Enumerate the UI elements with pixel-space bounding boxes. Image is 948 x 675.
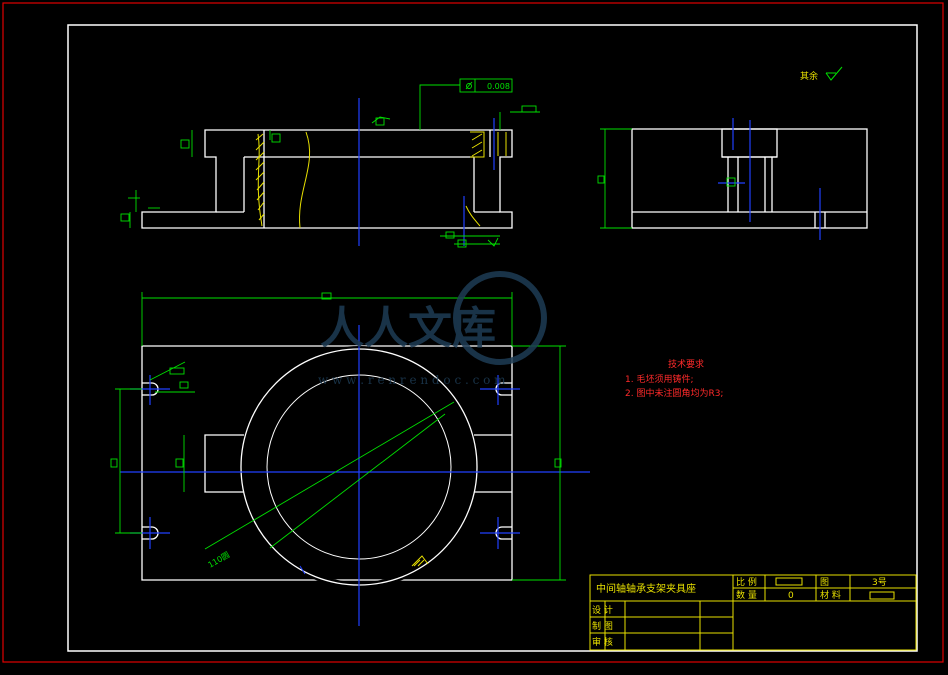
flatness-tolerance-value: 0.008 bbox=[487, 82, 510, 91]
scale-label: 比 例 bbox=[736, 576, 757, 588]
drawing-value: 3号 bbox=[872, 577, 887, 588]
title-block-text: 中间轴轴承支架夹具座 比 例 数 量 0 图 3号 材 料 设 计 制 图 审 … bbox=[592, 576, 887, 648]
plan-view-dimensions bbox=[110, 292, 566, 581]
surface-finish-symbol: 其余 bbox=[800, 66, 843, 82]
part-name: 中间轴轴承支架夹具座 bbox=[596, 582, 696, 595]
title-block bbox=[589, 574, 917, 651]
quantity-label: 数 量 bbox=[736, 589, 757, 601]
plan-view-centerlines bbox=[120, 325, 590, 626]
tech-requirement-item-1: 1. 毛坯须用铸件; bbox=[625, 373, 693, 385]
drawing-frame bbox=[67, 24, 918, 652]
drawing-label: 图 bbox=[820, 577, 829, 588]
draw-label: 制 图 bbox=[592, 620, 613, 632]
tech-requirement-item-2: 2. 图中未注圆角均为R3; bbox=[625, 387, 723, 399]
watermark: 人人文库 w w w . r e n r e n d o c . c o m bbox=[318, 271, 547, 387]
side-view-centerlines bbox=[718, 118, 821, 240]
watermark-url: w w w . r e n r e n d o c . c o m bbox=[318, 373, 506, 387]
technical-requirements: 技术要求 1. 毛坯须用铸件; 2. 图中未注圆角均为R3; bbox=[625, 358, 723, 399]
side-view-dimensions bbox=[597, 128, 736, 229]
front-view-dimensions bbox=[120, 78, 540, 248]
front-view-centerlines bbox=[358, 98, 495, 246]
check-label: 审 核 bbox=[592, 636, 613, 648]
material-label: 材 料 bbox=[820, 589, 841, 601]
design-label: 设 计 bbox=[592, 604, 613, 616]
watermark-brand: 人人文库 bbox=[320, 303, 496, 354]
plan-view-hatch bbox=[299, 555, 429, 575]
quantity-value: 0 bbox=[788, 591, 794, 601]
front-view bbox=[141, 129, 513, 229]
front-view-hatch bbox=[255, 131, 507, 229]
surface-finish-note: 其余 bbox=[800, 70, 818, 82]
diameter-dimension-label: 110圆 bbox=[207, 550, 232, 569]
tech-requirements-title: 技术要求 bbox=[668, 358, 704, 370]
sheet-outer-border bbox=[2, 2, 944, 663]
